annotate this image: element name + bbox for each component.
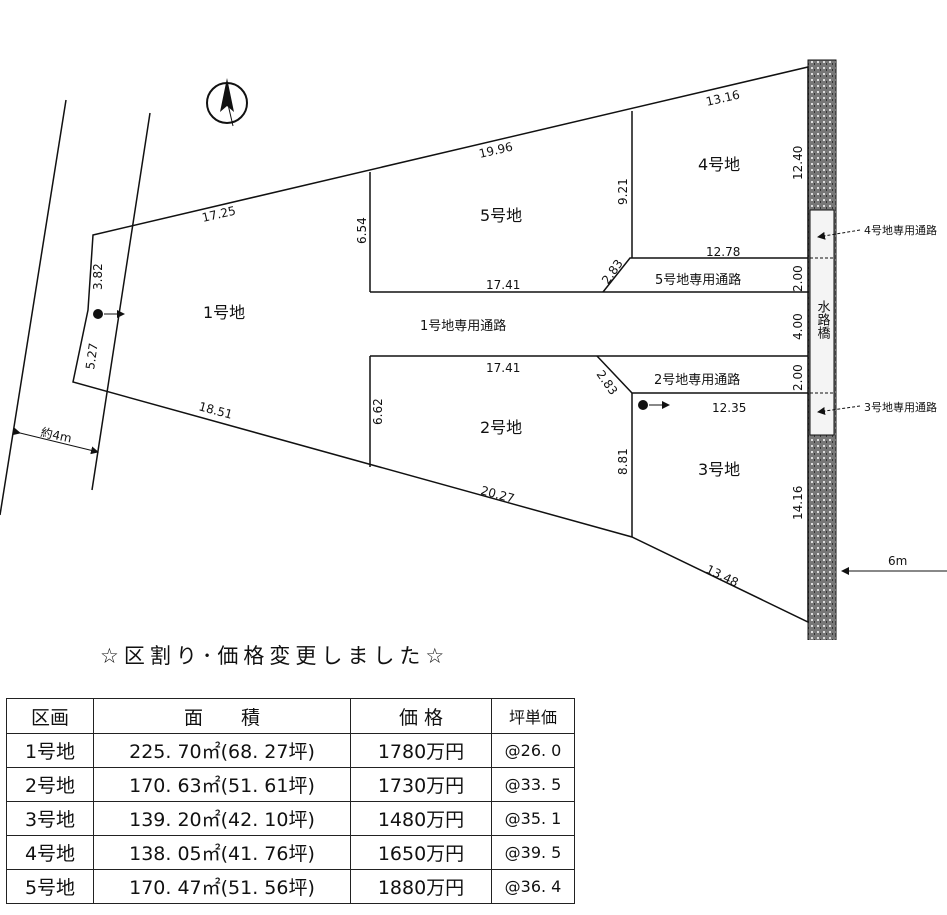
dim: 17.41 bbox=[486, 278, 520, 292]
lot4-access-label: 4号地専用通路 bbox=[864, 224, 937, 237]
dim: 20.27 bbox=[479, 483, 516, 505]
road-edge bbox=[91, 112, 151, 491]
entrance-marker-icon bbox=[93, 309, 125, 319]
dim: 4.00 bbox=[791, 313, 805, 340]
dim: 2.00 bbox=[791, 364, 805, 391]
cell-lot: 4号地 bbox=[6, 835, 94, 870]
lot3-access-label: 3号地専用通路 bbox=[864, 401, 937, 414]
cell-price: 1780万円 bbox=[350, 733, 492, 768]
dim: 8.81 bbox=[616, 448, 630, 475]
north-compass-icon bbox=[206, 78, 248, 127]
header-unit-price: 坪単価 bbox=[491, 698, 575, 734]
right-road-width: 6m bbox=[888, 554, 907, 568]
dim: 9.21 bbox=[616, 178, 630, 205]
road-width-arrow bbox=[12, 427, 99, 455]
dim: 3.82 bbox=[91, 263, 105, 290]
road-2-label: 2号地専用通路 bbox=[654, 372, 740, 388]
cell-unit-price: @33. 5 bbox=[491, 767, 575, 802]
left-road-width: 約4m bbox=[39, 424, 73, 445]
cell-lot: 5号地 bbox=[6, 869, 94, 904]
cell-unit-price: @39. 5 bbox=[491, 835, 575, 870]
road-5-label: 5号地専用通路 bbox=[655, 272, 741, 288]
lot-4-label: 4号地 bbox=[698, 155, 740, 174]
table-header-row: 区画 面 積 価 格 坪単価 bbox=[6, 698, 575, 734]
dim: 13.48 bbox=[704, 562, 741, 590]
lot-3-label: 3号地 bbox=[698, 460, 740, 479]
cell-price: 1650万円 bbox=[350, 835, 492, 870]
header-area: 面 積 bbox=[93, 698, 351, 734]
dim: 12.40 bbox=[791, 146, 805, 180]
cell-price: 1880万円 bbox=[350, 869, 492, 904]
dim: 14.16 bbox=[791, 486, 805, 520]
lot-1-label: 1号地 bbox=[203, 303, 245, 322]
cell-lot: 3号地 bbox=[6, 801, 94, 836]
cell-area: 139. 20㎡(42. 10坪) bbox=[93, 801, 351, 836]
entrance-marker-icon bbox=[638, 400, 670, 410]
dim: 6.62 bbox=[371, 398, 385, 425]
cell-area: 170. 63㎡(51. 61坪) bbox=[93, 767, 351, 802]
cell-price: 1730万円 bbox=[350, 767, 492, 802]
road-1-label: 1号地専用通路 bbox=[420, 318, 506, 334]
cell-area: 170. 47㎡(51. 56坪) bbox=[93, 869, 351, 904]
lot-2-label: 2号地 bbox=[480, 418, 522, 437]
dim: 2.83 bbox=[594, 368, 621, 398]
water-bridge-label: 水路橋 bbox=[815, 300, 831, 340]
road-edge bbox=[0, 99, 67, 516]
dim: 17.25 bbox=[201, 204, 238, 225]
dim: 2.00 bbox=[791, 265, 805, 292]
notice-heading: ☆区割り･価格変更しました☆ bbox=[100, 644, 450, 668]
dim: 5.27 bbox=[83, 342, 101, 370]
lot-5-label: 5号地 bbox=[480, 206, 522, 225]
dim: 17.41 bbox=[486, 361, 520, 375]
dim: 12.78 bbox=[706, 245, 740, 259]
header-price: 価 格 bbox=[350, 698, 492, 734]
water-bridge bbox=[809, 209, 835, 436]
dim: 2.83 bbox=[599, 257, 626, 287]
cell-price: 1480万円 bbox=[350, 801, 492, 836]
dim: 12.35 bbox=[712, 401, 746, 415]
dim: 6.54 bbox=[355, 217, 369, 244]
header-lot: 区画 bbox=[6, 698, 94, 734]
cell-unit-price: @26. 0 bbox=[491, 733, 575, 768]
cell-area: 225. 70㎡(68. 27坪) bbox=[93, 733, 351, 768]
cell-lot: 1号地 bbox=[6, 733, 94, 768]
cell-unit-price: @35. 1 bbox=[491, 801, 575, 836]
cell-area: 138. 05㎡(41. 76坪) bbox=[93, 835, 351, 870]
site-plan: 約4m 水路橋 4号地専用通路 3号地専用通路 6m 1号地 2号地 3号地 4… bbox=[0, 59, 947, 640]
cell-unit-price: @36. 4 bbox=[491, 869, 575, 904]
site-boundary bbox=[72, 66, 809, 624]
cell-lot: 2号地 bbox=[6, 767, 94, 802]
